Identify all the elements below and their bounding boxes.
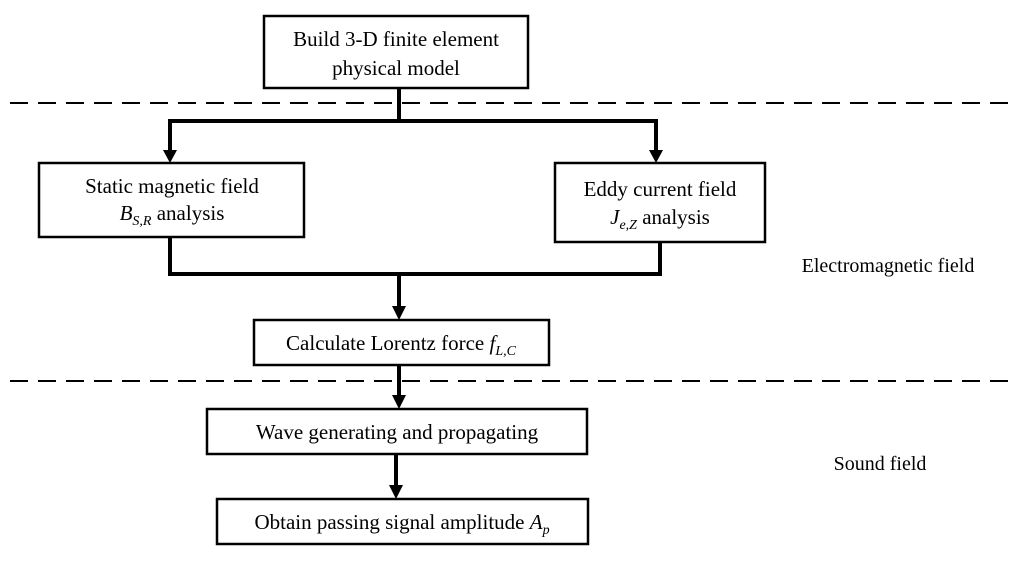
eddy-field-subscript: e,Z xyxy=(619,218,637,233)
eddy-field-line1: Eddy current field xyxy=(584,177,737,201)
amplitude-subscript: p xyxy=(542,523,550,538)
box-wave: Wave generating and propagating xyxy=(205,407,589,456)
region-label-sound: Sound field xyxy=(834,453,927,475)
lorentz-prefix: Calculate Lorentz force xyxy=(286,331,489,355)
box-build-model: Build 3-D finite element physical model xyxy=(262,14,530,90)
eddy-field-symbol: J xyxy=(610,205,621,229)
eddy-field-line2: Je,Z analysis xyxy=(610,205,710,233)
static-field-suffix: analysis xyxy=(151,201,224,225)
lorentz-subscript: L,C xyxy=(494,344,516,359)
amplitude-symbol: A xyxy=(528,510,543,534)
amplitude-prefix: Obtain passing signal amplitude xyxy=(254,510,529,534)
box-eddy-field: Eddy current field Je,Z analysis xyxy=(553,161,767,244)
box-static-field: Static magnetic field BS,R analysis xyxy=(37,161,306,239)
region-label-electromagnetic: Electromagnetic field xyxy=(802,255,975,277)
arrowhead-to-static-field xyxy=(163,150,177,163)
amplitude-text: Obtain passing signal amplitude Ap xyxy=(254,510,549,538)
lorentz-symbol: f xyxy=(490,331,499,355)
build-model-line2: physical model xyxy=(332,56,460,80)
connector-merge xyxy=(168,237,662,308)
arrowhead-to-eddy-field xyxy=(649,150,663,163)
arrowhead-to-wave xyxy=(392,395,406,409)
box-lorentz-force: Calculate Lorentz force fL,C xyxy=(252,318,551,367)
box-signal-amplitude: Obtain passing signal amplitude Ap xyxy=(215,497,590,546)
static-field-symbol: B xyxy=(120,201,133,225)
arrowhead-to-amplitude xyxy=(389,485,403,499)
build-model-line1: Build 3-D finite element xyxy=(293,27,499,51)
wave-label: Wave generating and propagating xyxy=(256,420,539,444)
static-field-line1: Static magnetic field xyxy=(85,174,259,198)
static-field-line2: BS,R analysis xyxy=(120,201,225,229)
static-field-subscript: S,R xyxy=(132,214,152,229)
eddy-field-suffix: analysis xyxy=(637,205,710,229)
lorentz-text: Calculate Lorentz force fL,C xyxy=(286,331,517,359)
connector-split xyxy=(168,88,658,152)
arrowhead-to-lorentz xyxy=(392,306,406,320)
